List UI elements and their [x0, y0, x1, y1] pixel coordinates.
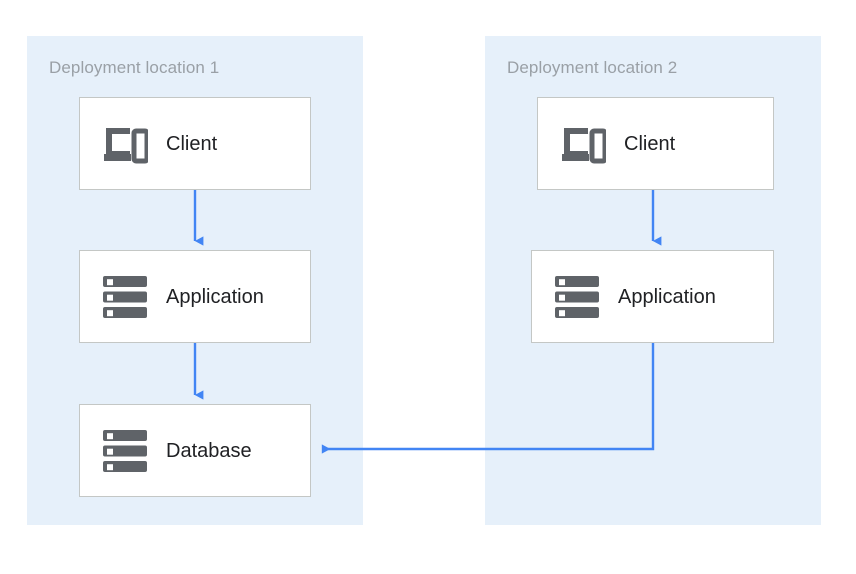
- node-application-1[interactable]: Application: [79, 250, 311, 343]
- node-database-1[interactable]: Database: [79, 404, 311, 497]
- server-stack-icon: [98, 270, 152, 324]
- zone-label-deployment-location-2: Deployment location 2: [507, 58, 678, 77]
- node-client-2[interactable]: Client: [537, 97, 774, 190]
- node-label-database-1: Database: [166, 439, 252, 462]
- node-label-application-2: Application: [618, 285, 716, 308]
- node-label-client-1: Client: [166, 132, 218, 155]
- zone-label-deployment-location-1: Deployment location 1: [49, 58, 220, 77]
- server-stack-icon: [98, 424, 152, 478]
- node-label-client-2: Client: [624, 132, 676, 155]
- node-label-application-1: Application: [166, 285, 264, 308]
- node-application-2[interactable]: Application: [531, 250, 774, 343]
- node-client-1[interactable]: Client: [79, 97, 311, 190]
- connector-application2-to-database1: [321, 343, 655, 454]
- server-stack-icon: [550, 270, 604, 324]
- client-device-icon: [98, 117, 152, 171]
- client-device-icon: [556, 117, 610, 171]
